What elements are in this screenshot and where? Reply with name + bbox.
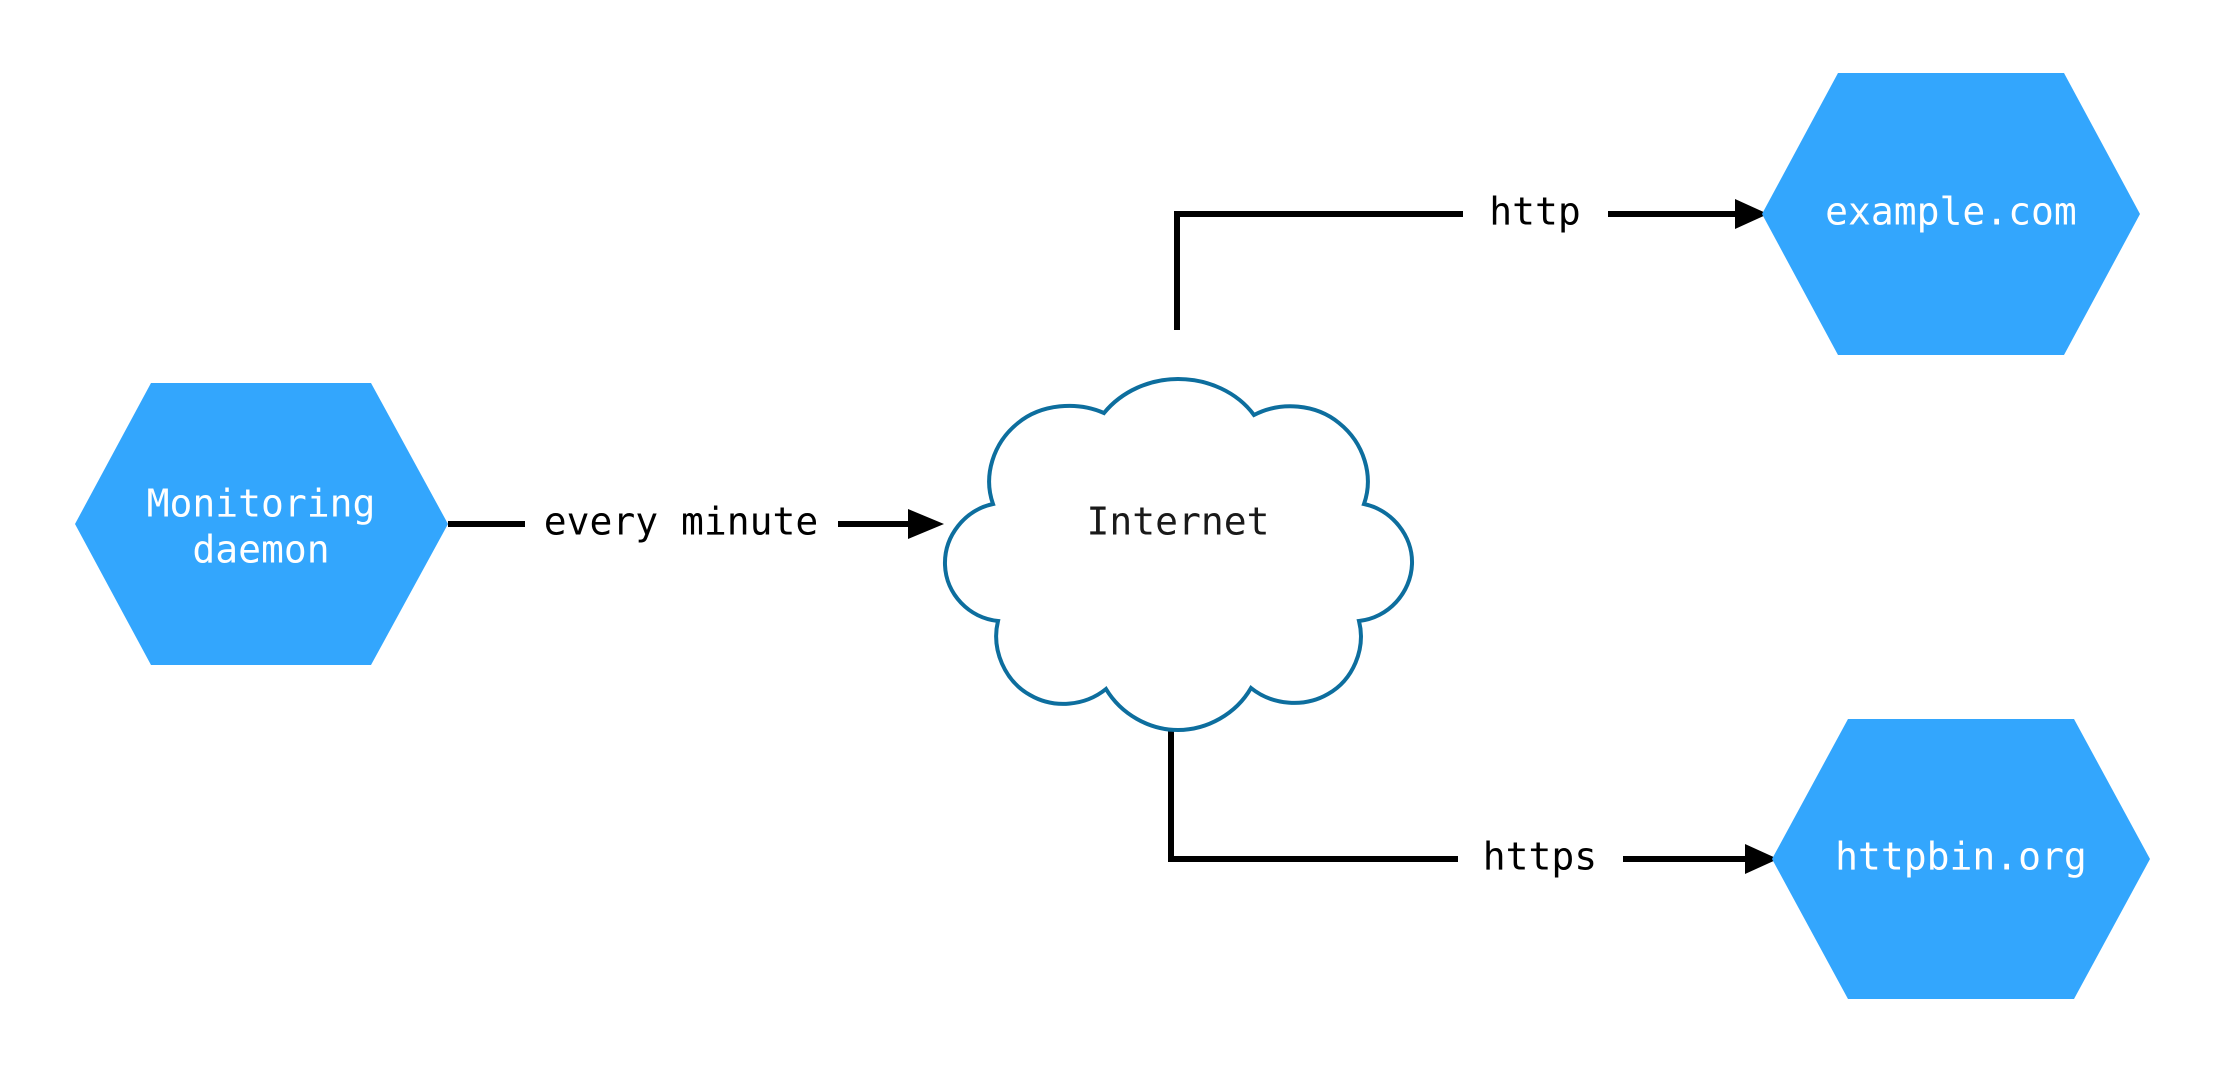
example-com-hexagon-shape bbox=[1762, 73, 2140, 355]
edge-http-arrowhead bbox=[1735, 199, 1768, 229]
edge-every-minute-label: every minute bbox=[544, 500, 819, 544]
node-example-com[interactable]: example.com bbox=[1762, 73, 2140, 355]
httpbin-org-hexagon-shape bbox=[1772, 719, 2150, 999]
monitoring-daemon-hexagon-shape bbox=[75, 383, 448, 665]
internet-label: Internet bbox=[1086, 500, 1269, 544]
node-httpbin-org[interactable]: httpbin.org bbox=[1772, 719, 2150, 999]
edge-https-label: https bbox=[1483, 835, 1597, 879]
edge-https-arrowhead bbox=[1745, 844, 1778, 874]
example-com-label: example.com bbox=[1825, 190, 2077, 234]
edge-every-minute-arrowhead bbox=[908, 509, 944, 539]
edge-http-label: http bbox=[1489, 190, 1581, 234]
node-monitoring-daemon[interactable]: Monitoring daemon bbox=[75, 383, 448, 665]
monitoring-daemon-label-line1: Monitoring bbox=[147, 482, 376, 526]
monitoring-daemon-label-line2: daemon bbox=[192, 528, 329, 572]
edge-monitoring-daemon-to-internet[interactable]: every minute bbox=[448, 500, 944, 544]
httpbin-org-label: httpbin.org bbox=[1835, 835, 2087, 879]
edge-internet-to-example-com[interactable]: http bbox=[1174, 190, 1768, 331]
edge-internet-to-httpbin-org[interactable]: https bbox=[1168, 712, 1778, 879]
node-internet[interactable]: Internet bbox=[942, 376, 1415, 733]
internet-cloud-shape bbox=[942, 376, 1415, 733]
